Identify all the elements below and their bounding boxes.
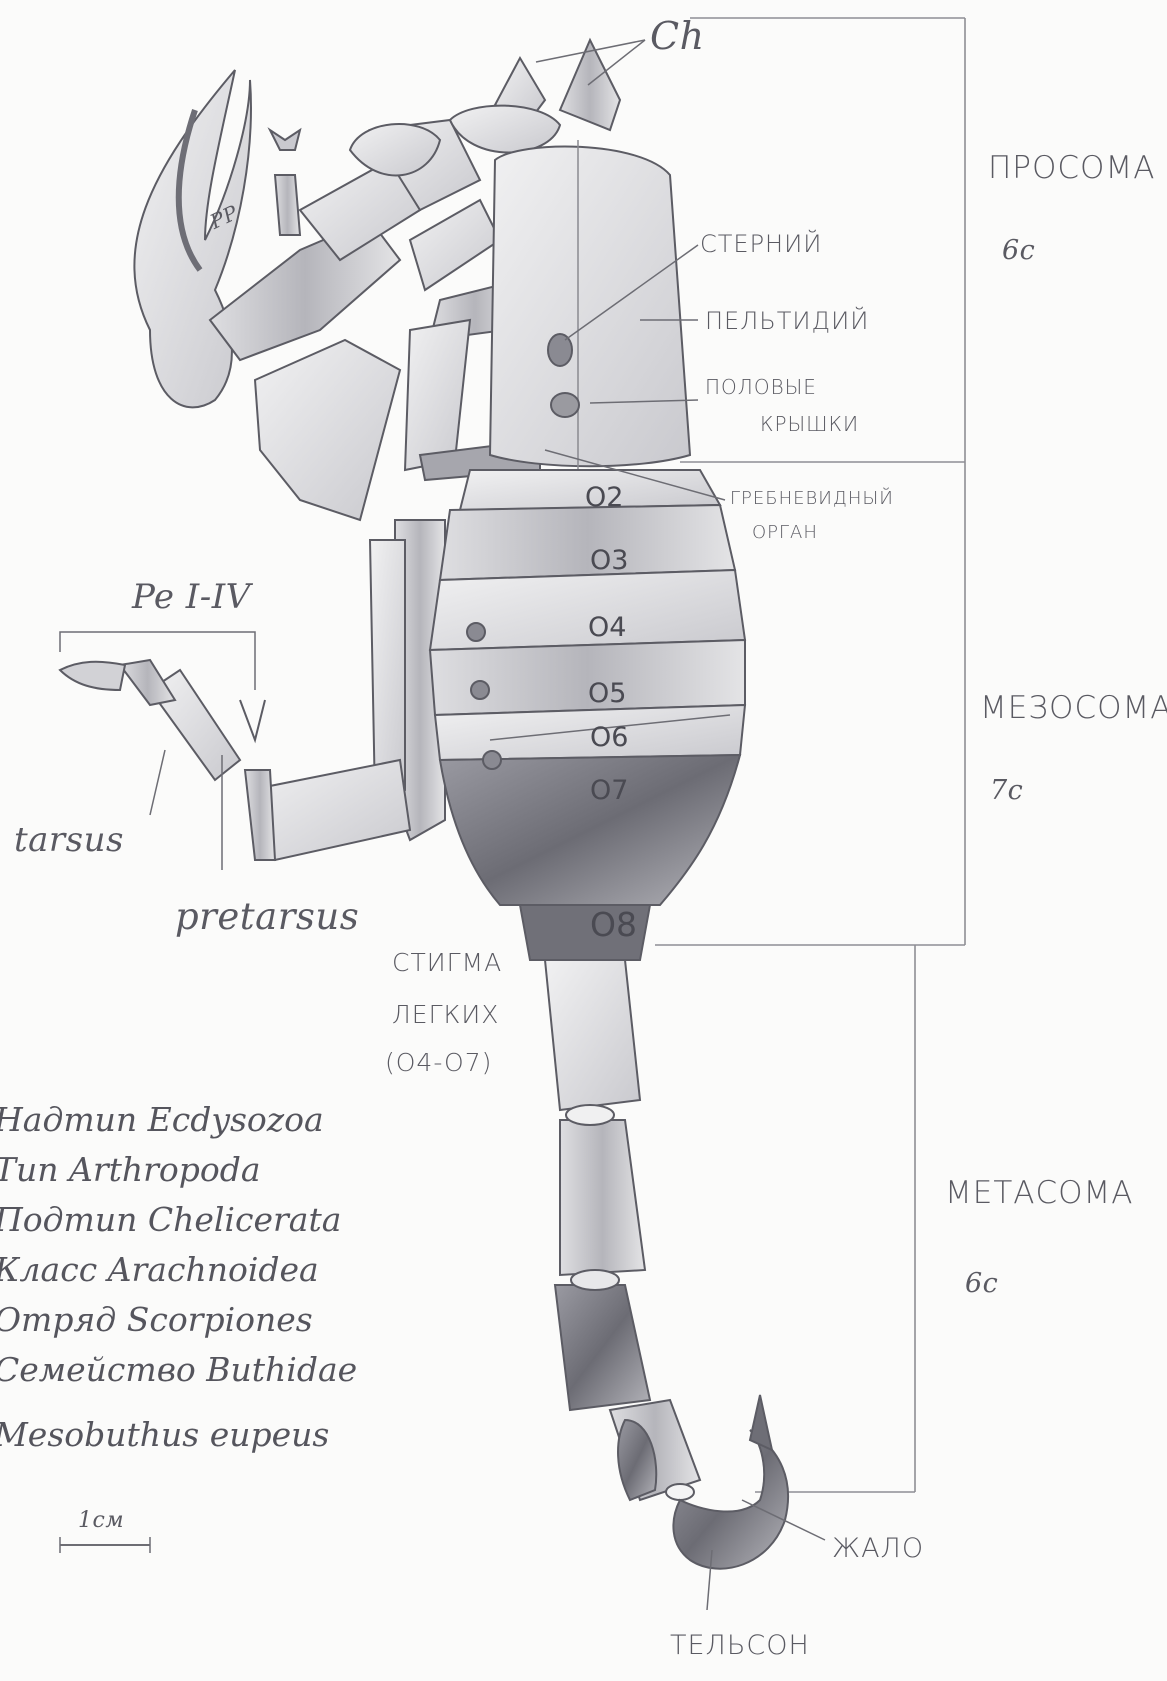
taxonomy-line-5: Отряд Scorpiones — [0, 1300, 313, 1339]
label-peltidiy: ПЕЛЬТИДИЙ — [705, 307, 869, 335]
label-prosoma-count: 6с — [1002, 235, 1035, 266]
label-scale: 1см — [78, 1508, 124, 1533]
label-metasoma-count: 6с — [965, 1268, 998, 1299]
label-grebnevid-1: ГРЕБНЕВИДНЫЙ — [730, 488, 894, 509]
segment-o8: O8 — [590, 905, 637, 944]
label-polovye-2: КРЫШКИ — [760, 412, 859, 436]
label-prosoma: ПРОСОМА — [988, 150, 1155, 186]
label-telson: ТЕЛЬСОН — [670, 1630, 810, 1661]
segment-o3: O3 — [590, 545, 628, 576]
label-tarsus: tarsus — [14, 820, 124, 860]
chelicerae — [450, 40, 620, 153]
taxonomy-line-1: Надтип Ecdysozoa — [0, 1100, 324, 1139]
label-stigma-3: (O4-O7) — [385, 1048, 492, 1077]
mesosoma-tergites — [430, 470, 745, 960]
label-pe: Pe I-IV — [132, 577, 251, 617]
label-mesosoma: МЕЗОСОМА — [980, 690, 1167, 726]
label-zhalo: ЖАЛО — [832, 1533, 924, 1564]
segment-o4: O4 — [588, 612, 626, 643]
label-pretarsus: pretarsus — [175, 895, 359, 938]
segment-o6: O6 — [590, 722, 628, 753]
taxonomy-line-2: Тип Arthropoda — [0, 1150, 261, 1189]
taxonomy-line-4: Класс Arachnoidea — [0, 1250, 319, 1289]
segment-o7: O7 — [590, 775, 628, 806]
label-stigma-2: ЛЕГКИХ — [392, 1000, 499, 1029]
segment-o5: O5 — [588, 678, 626, 709]
taxonomy-line-6: Семейство Buthidae — [0, 1350, 357, 1389]
label-stigma-1: СТИГМА — [392, 948, 502, 977]
label-metasoma: МЕТАСОМА — [945, 1175, 1133, 1211]
label-grebnevid-2: ОРГАН — [752, 522, 818, 543]
taxonomy-line-3: Подтип Chelicerata — [0, 1200, 341, 1239]
label-mesosoma-count: 7с — [990, 775, 1023, 806]
taxonomy-line-7: Mesobuthus eupeus — [0, 1415, 329, 1454]
metasoma-tail — [545, 960, 700, 1500]
label-ch: Ch — [650, 14, 705, 58]
label-sterny: СТЕРНИЙ — [700, 230, 822, 258]
segment-o2: O2 — [585, 482, 623, 513]
label-polovye-1: ПОЛОВЫЕ — [705, 375, 817, 399]
